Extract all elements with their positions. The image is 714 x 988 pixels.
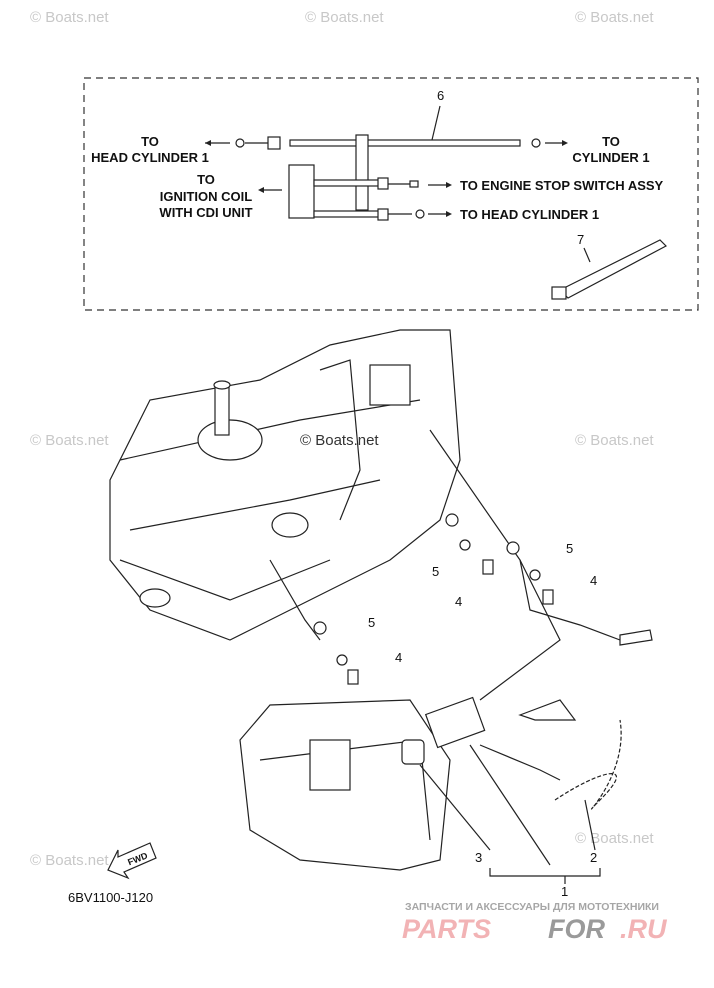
watermark: © Boats.net: [575, 9, 654, 26]
lower-cowling: [239, 699, 451, 871]
fasteners: [313, 513, 554, 685]
engine-stop-switch: [401, 696, 486, 765]
callout-5: 5: [566, 541, 573, 556]
engine-block: [109, 329, 461, 641]
callout-2: 2: [590, 850, 597, 865]
watermark: © Boats.net: [300, 432, 379, 449]
label-ignition-coil: IGNITION COIL: [160, 189, 253, 204]
watermark: © Boats.net: [575, 432, 654, 449]
callout-5: 5: [432, 564, 439, 579]
logo-brand-for: FOR: [548, 914, 605, 944]
stop-switch-lead: [269, 429, 653, 701]
fwd-arrow-icon: FWD: [107, 842, 157, 880]
logo-brand-parts: PARTS: [402, 914, 491, 944]
wire-harness: 6: [205, 88, 568, 221]
label-to: TO: [141, 134, 159, 149]
label-cylinder: CYLINDER 1: [572, 150, 649, 165]
label-head-cylinder: HEAD CYLINDER 1: [91, 150, 209, 165]
callout-4: 4: [455, 594, 462, 609]
logo-tagline: ЗАПЧАСТИ И АКСЕССУАРЫ ДЛЯ МОТОТЕХНИКИ: [405, 901, 659, 913]
partsfor-logo: ЗАПЧАСТИ И АКСЕССУАРЫ ДЛЯ МОТОТЕХНИКИ PA…: [402, 901, 668, 944]
watermark: © Boats.net: [575, 830, 654, 847]
callout-1: 1: [561, 884, 568, 899]
cable-tie: 7: [551, 232, 667, 300]
label-to: TO: [197, 172, 215, 187]
lanyard: [479, 699, 622, 810]
label-to: TO: [602, 134, 620, 149]
label-stop-switch: TO ENGINE STOP SWITCH ASSY: [460, 178, 664, 193]
watermark: © Boats.net: [30, 852, 109, 869]
watermark: © Boats.net: [30, 432, 109, 449]
wiring-inset-box: [83, 77, 699, 311]
diagram-code: 6BV1100-J120: [68, 890, 153, 905]
label-head-cylinder-2: TO HEAD CYLINDER 1: [460, 207, 599, 222]
callout-6: 6: [437, 88, 444, 103]
callout-4: 4: [395, 650, 402, 665]
logo-brand-ru: .RU: [620, 914, 668, 944]
watermark: © Boats.net: [30, 9, 109, 26]
callout-3: 3: [475, 850, 482, 865]
callout-5: 5: [368, 615, 375, 630]
watermark: © Boats.net: [305, 9, 384, 26]
callout-7: 7: [577, 232, 584, 247]
callout-4: 4: [590, 573, 597, 588]
label-cdi-unit: WITH CDI UNIT: [159, 205, 252, 220]
